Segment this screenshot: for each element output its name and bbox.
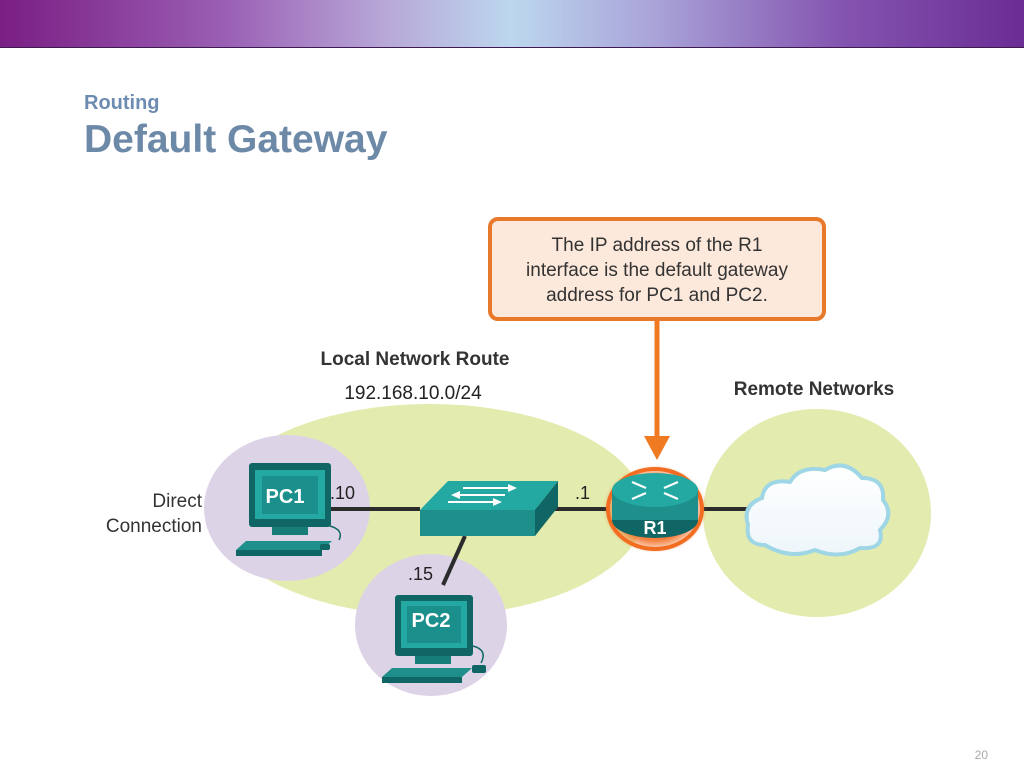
switch-arrows-icon [448, 484, 517, 506]
callout-arrow [644, 321, 670, 460]
pc1-host-address: .10 [330, 483, 355, 503]
remote-networks-label: Remote Networks [734, 379, 895, 400]
direct-connection-label-line2: Connection [106, 516, 202, 537]
router-arrows-icon [631, 480, 679, 501]
page-number: 20 [974, 748, 988, 762]
direct-connection-label-line1: Direct [152, 491, 202, 512]
switch-icon[interactable] [420, 481, 558, 536]
callout-line-3: address for PC1 and PC2. [546, 285, 768, 306]
pc1-icon[interactable]: PC1 [236, 463, 342, 556]
header-band [0, 0, 1024, 48]
callout-box: The IP address of the R1 interface is th… [488, 217, 826, 321]
callout-line-2: interface is the default gateway [526, 260, 788, 281]
local-network-subnet: 192.168.10.0/24 [344, 383, 482, 404]
router-interface-address: .1 [575, 483, 590, 503]
local-network-label: Local Network Route [321, 349, 510, 370]
pc2-switch-cable [441, 535, 467, 586]
pc2-icon[interactable]: PC2 [382, 595, 486, 683]
cloud-icon [744, 463, 891, 557]
callout-line-1: The IP address of the R1 [552, 235, 763, 256]
pc2-host-address: .15 [408, 564, 433, 584]
pc1-label: PC1 [266, 486, 305, 508]
pc2-label: PC2 [412, 610, 451, 632]
router-r1-icon[interactable]: R1 [603, 465, 707, 553]
slide-subtitle: Routing [84, 92, 160, 114]
router-label: R1 [643, 518, 666, 538]
slide-title: Default Gateway [84, 118, 388, 161]
